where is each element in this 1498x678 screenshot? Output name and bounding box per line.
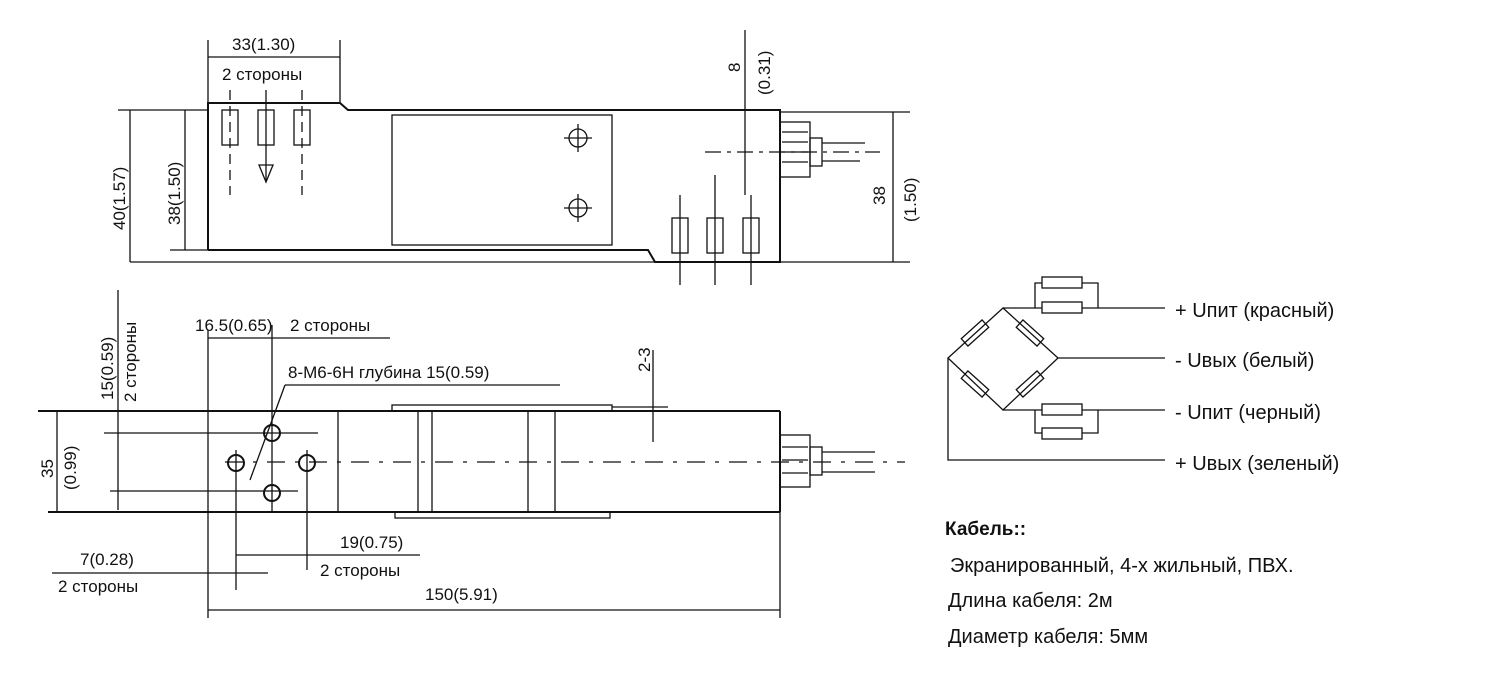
plate-top xyxy=(391,404,613,412)
dim-40: 40(1.57) xyxy=(110,167,129,230)
cable-type: Экранированный, 4-х жильный, ПВХ. xyxy=(950,555,1294,577)
cable-gland-top xyxy=(779,121,865,178)
dim-33-note: 2 стороны xyxy=(222,65,302,84)
dim-38-right: 38 xyxy=(870,186,889,205)
wire-label-red: + Uпит (красный) xyxy=(1175,300,1334,322)
dim-8: 8 xyxy=(725,63,744,72)
dim-8-in: (0.31) xyxy=(755,51,774,95)
dim-19-note: 2 стороны xyxy=(320,561,400,580)
wire-label-white: - Uвых (белый) xyxy=(1175,350,1314,372)
cable-diameter: Диаметр кабеля: 5мм xyxy=(948,626,1148,648)
dim-7: 7(0.28) xyxy=(80,550,134,569)
resistor-icon xyxy=(1015,369,1045,399)
dim-38-left: 38(1.50) xyxy=(165,162,184,225)
wiring-diagram: + Uпит (красный) - Uвых (белый) - Uпит (… xyxy=(947,276,1339,475)
wire-label-black: - Uпит (черный) xyxy=(1175,402,1321,424)
dim-7-note: 2 стороны xyxy=(58,577,138,596)
screw-icon xyxy=(564,194,592,222)
resistor-icon xyxy=(960,318,990,348)
dim-150: 150(5.91) xyxy=(425,585,498,604)
wire-label-green: + Uвых (зеленый) xyxy=(1175,453,1339,475)
cable-gland-bottom xyxy=(779,434,875,488)
dim-19: 19(0.75) xyxy=(340,533,403,552)
bottom-view: 15(0.59) 2 стороны 16.5(0.65) 2 стороны … xyxy=(38,290,905,618)
screw-icon xyxy=(564,124,592,152)
center-plate xyxy=(391,114,613,246)
resistor-icon xyxy=(960,369,990,399)
threaded-holes-left xyxy=(221,90,311,195)
top-view-body xyxy=(207,102,781,263)
dim-35-in: (0.99) xyxy=(61,446,80,490)
resistor-icon xyxy=(1015,318,1045,348)
thread-note: 8-M6-6H глубина 15(0.59) xyxy=(288,363,489,382)
dim-33: 33(1.30) xyxy=(232,35,295,54)
dim-35: 35 xyxy=(38,459,57,478)
top-view: 33(1.30) 2 стороны 40(1.57) 38(1.50) 8 (… xyxy=(110,30,920,285)
dim-38-right-in: (1.50) xyxy=(901,178,920,222)
dim-16-5: 16.5(0.65) xyxy=(195,316,273,335)
dim-15-note: 2 стороны xyxy=(121,322,140,402)
threaded-holes-right xyxy=(671,175,760,285)
cable-title: Кабель:: xyxy=(945,519,1026,540)
dim-2-3: 2-3 xyxy=(635,347,654,372)
cable-spec: Кабель:: Экранированный, 4-х жильный, ПВ… xyxy=(945,519,1294,648)
dim-16-5-note: 2 стороны xyxy=(290,316,370,335)
cable-length: Длина кабеля: 2м xyxy=(948,590,1113,612)
plate-bottom xyxy=(394,511,611,519)
dim-15: 15(0.59) xyxy=(98,337,117,400)
